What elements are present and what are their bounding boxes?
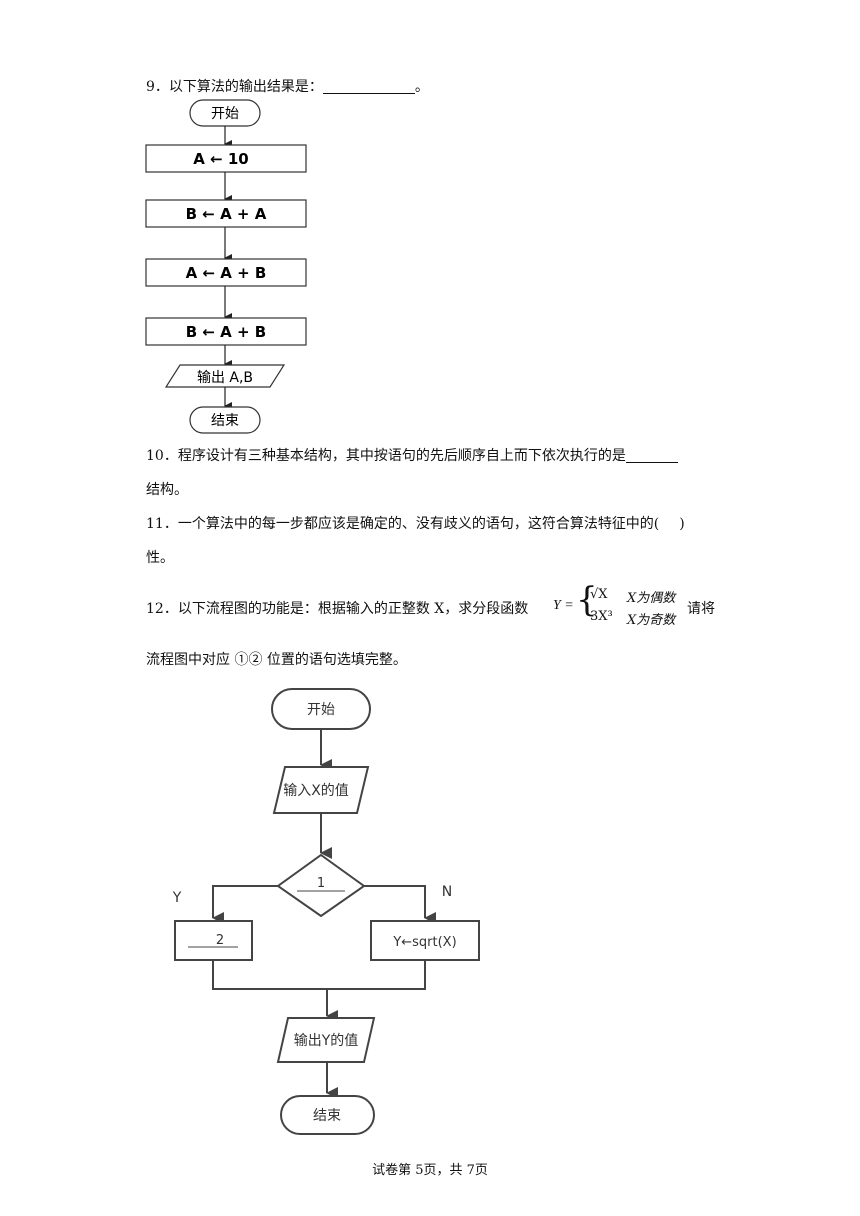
q12-output-parallelogram <box>276 1017 376 1063</box>
q9-step-1-label: A ← 10 <box>193 150 249 168</box>
q11-paren-close: ) <box>679 516 685 532</box>
q12-decision-diamond <box>276 853 366 918</box>
q12-case-1-cond: X为偶数 <box>627 591 676 606</box>
q9-output-label: 输出 A,B <box>197 370 253 386</box>
page-footer: 试卷第 5页，共 7页 <box>372 1163 488 1178</box>
q12-brace: { <box>576 580 598 620</box>
q12-end-terminal <box>280 1095 375 1135</box>
q9-start-label: 开始 <box>211 106 239 122</box>
q12-line-2: 流程图中对应 ①② 位置的语句选填完整。 <box>146 652 407 668</box>
q12-prompt: 12．以下流程图的功能是：根据输入的正整数 X，求分段函数 <box>146 601 529 617</box>
q12-input-label: 输入X的值 <box>283 783 349 799</box>
q10-line-1: 10．程序设计有三种基本结构，其中按语句的先后顺序自上而下依次执行的是 <box>146 445 678 465</box>
q11-prompt: 11．一个算法中的每一步都应该是确定的、没有歧义的语句，这符合算法特征中的( <box>146 516 660 532</box>
q9-step-2-box <box>145 199 307 228</box>
q9-step-2-label: B ← A + A <box>186 205 267 223</box>
q9-output-parallelogram <box>164 364 286 388</box>
q10-answer-blank[interactable] <box>625 448 678 463</box>
q12-case-2-expr: 3X³ <box>590 609 613 624</box>
q11-line-2: 性。 <box>146 550 174 566</box>
q12-left-box-label: 2 <box>216 933 224 948</box>
q9-step-4-label: B ← A + B <box>186 323 267 341</box>
q9-step-4-box <box>145 317 307 346</box>
q9-prompt: 9．以下算法的输出结果是： <box>146 79 323 95</box>
q11-line-1: 11．一个算法中的每一步都应该是确定的、没有歧义的语句，这符合算法特征中的() <box>146 513 685 533</box>
q12-start-label: 开始 <box>307 702 335 718</box>
q9-text: 9．以下算法的输出结果是： 。 <box>146 76 429 96</box>
q12-end-label: 结束 <box>313 1108 341 1124</box>
q12-func-lhs: Y = <box>553 598 574 613</box>
q9-answer-blank[interactable] <box>322 79 415 94</box>
q12-right-box-label: Y←sqrt(X) <box>392 935 456 950</box>
q10-prompt: 10．程序设计有三种基本结构，其中按语句的先后顺序自上而下依次执行的是 <box>146 448 626 464</box>
q9-end-mark: 。 <box>414 79 429 95</box>
q9-end-terminal <box>189 406 261 434</box>
q9-flowchart: 开始 A ← 10 B ← A + A A ← A + B B ← A + B … <box>145 99 307 434</box>
q9-end-label: 结束 <box>211 413 239 429</box>
q12-input-parallelogram <box>272 766 370 814</box>
q9-step-3-label: A ← A + B <box>186 264 267 282</box>
q12-no-label: N <box>442 884 452 900</box>
q12-case-1-expr: √X <box>590 587 608 602</box>
q9-step-1-box <box>145 144 307 173</box>
q12-output-label: 输出Y的值 <box>294 1033 359 1049</box>
q12-yes-label: Y <box>172 890 182 906</box>
q12-case-2-cond: X为奇数 <box>627 613 676 628</box>
q12-suffix: 请将 <box>687 601 715 617</box>
q12-decision-label: 1 <box>317 876 325 891</box>
q9-step-3-box <box>145 258 307 287</box>
q12-left-box <box>174 920 253 961</box>
q10-line-2: 结构。 <box>146 482 188 498</box>
